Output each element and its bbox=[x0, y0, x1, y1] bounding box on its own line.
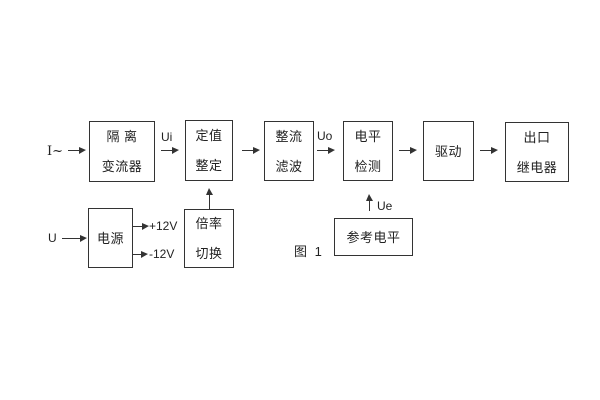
label-ui: Ui bbox=[161, 130, 173, 144]
arrow-isolation-to-setpoint bbox=[161, 147, 179, 154]
block-label: 滤波 bbox=[275, 158, 303, 174]
block-label: 继电器 bbox=[516, 159, 558, 175]
block-label: 倍率 bbox=[195, 216, 223, 231]
block-label: 驱动 bbox=[434, 143, 462, 159]
block-label: 电平 bbox=[354, 128, 382, 144]
block-label: 整定 bbox=[195, 158, 223, 173]
block-label: 定值 bbox=[195, 128, 223, 143]
arrow-driver-to-relay bbox=[480, 147, 498, 154]
label-input-current: I~ bbox=[47, 144, 64, 159]
block-label: 隔 离 bbox=[106, 129, 138, 144]
label-input-voltage: U bbox=[48, 231, 57, 245]
arrow-reference-to-level bbox=[366, 194, 373, 211]
label-plus12v: +12V bbox=[149, 219, 178, 233]
block-label: 出口 bbox=[523, 129, 551, 145]
block-reference-level: 参考电平 bbox=[334, 218, 413, 256]
block-power-supply: 电源 bbox=[88, 208, 133, 268]
label-uo: Uo bbox=[317, 129, 333, 143]
block-label: 整流 bbox=[275, 128, 303, 144]
block-label: 检测 bbox=[354, 158, 382, 174]
block-driver: 驱动 bbox=[423, 121, 474, 181]
arrow-setpoint-to-rectifier bbox=[242, 147, 260, 154]
label-ue: Ue bbox=[377, 199, 393, 213]
arrow-power-minus12v bbox=[133, 251, 148, 258]
arrow-power-plus12v bbox=[133, 223, 149, 230]
block-label: 切换 bbox=[195, 246, 223, 261]
arrow-ratio-to-setpoint bbox=[206, 188, 213, 209]
arrow-level-to-driver bbox=[399, 147, 417, 154]
block-level-detector: 电平 检测 bbox=[343, 121, 393, 181]
block-label: 电源 bbox=[96, 230, 124, 246]
block-setpoint-adjust: 定值 整定 bbox=[185, 120, 233, 181]
block-rectifier-filter: 整流 滤波 bbox=[264, 121, 314, 181]
block-isolation-transformer: 隔 离 变流器 bbox=[89, 121, 155, 182]
block-label: 参考电平 bbox=[346, 229, 401, 245]
figure-caption: 图 1 bbox=[294, 244, 324, 259]
block-ratio-switch: 倍率 切换 bbox=[184, 209, 234, 268]
label-minus12v: -12V bbox=[149, 247, 175, 261]
block-label: 变流器 bbox=[101, 159, 143, 174]
arrow-rectifier-to-level bbox=[317, 147, 335, 154]
arrow-voltage-to-power bbox=[62, 235, 87, 242]
block-output-relay: 出口 继电器 bbox=[505, 122, 569, 182]
arrow-input-to-isolation bbox=[68, 147, 86, 154]
